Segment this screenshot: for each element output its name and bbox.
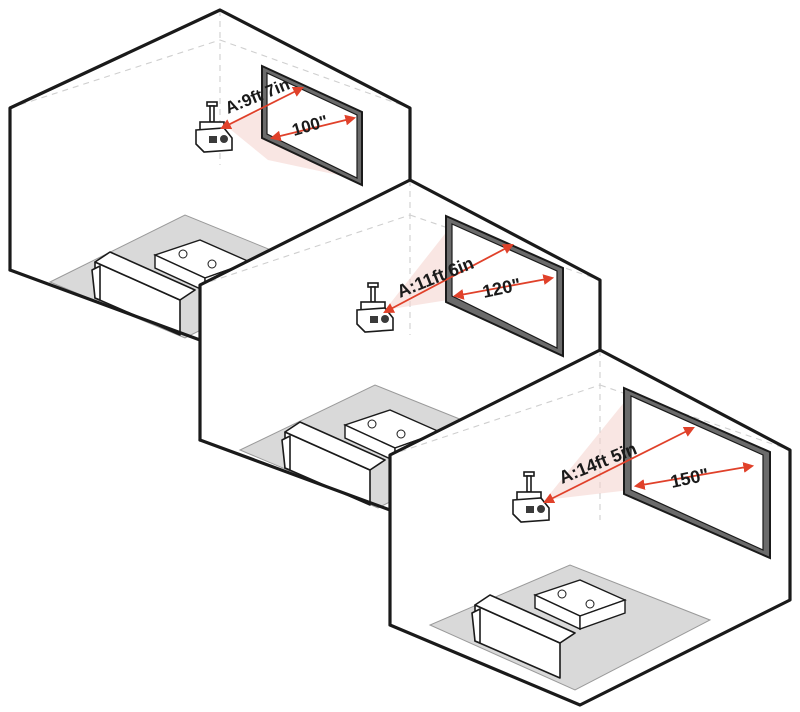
sofa-icon: [471, 594, 576, 679]
rug: [428, 564, 712, 691]
screen-diagonal-line: [633, 462, 755, 490]
ceiling-projector-icon: [512, 471, 550, 523]
room-2: A:11ft 6in 120": [198, 178, 602, 512]
coffee-table-icon: [533, 579, 627, 631]
throw-distance-line: [220, 87, 304, 129]
sofa-icon: [91, 251, 196, 336]
throw-distance-line: [543, 427, 695, 503]
screen-diagonal-line: [269, 114, 357, 142]
room-3: A:14ft 5in 150": [388, 348, 792, 707]
ceiling-projector-icon: [356, 282, 394, 333]
ceiling-projector-icon: [195, 101, 233, 153]
screen-diagonal-line: [452, 274, 555, 300]
throw-distance-line: [383, 243, 514, 314]
sofa-icon: [281, 421, 386, 506]
room-1: A:9ft 7in 100": [8, 8, 412, 342]
